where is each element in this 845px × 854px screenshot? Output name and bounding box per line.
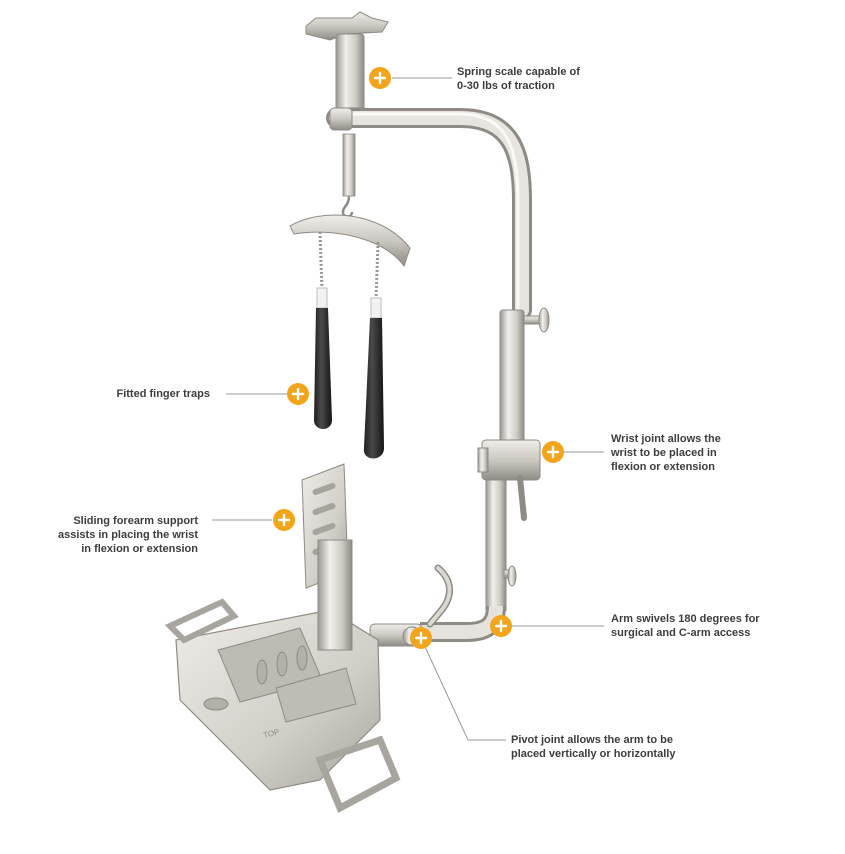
- finger-traps-label: Fitted finger traps: [116, 388, 210, 400]
- plus-icon: [494, 619, 508, 633]
- spring-scale-label: Spring scale capable of 0-30 lbs of trac…: [457, 66, 580, 92]
- spring-scale-hotspot[interactable]: [369, 67, 391, 89]
- forearm-support-hotspot[interactable]: [273, 509, 295, 531]
- plus-icon: [414, 631, 428, 645]
- tower-arm: [326, 107, 550, 647]
- wrist-joint-label: Wrist joint allows the wrist to be place…: [611, 433, 721, 473]
- arm-swivel-label: Arm swivels 180 degrees for surgical and…: [611, 613, 760, 639]
- base-top-label: TOP: [262, 727, 280, 740]
- wrist-joint-hotspot[interactable]: [542, 441, 564, 463]
- finger-traps-hotspot[interactable]: [287, 383, 309, 405]
- plus-icon: [277, 513, 291, 527]
- plus-icon: [546, 445, 560, 459]
- base-plate: TOP: [164, 598, 401, 813]
- arm-swivel-hotspot[interactable]: [490, 615, 512, 637]
- forearm-support: [301, 463, 353, 651]
- hotspots: [273, 67, 564, 649]
- forearm-support-label: Sliding forearm support assists in placi…: [58, 515, 198, 555]
- plus-icon: [373, 71, 387, 85]
- leader-lines: [212, 77, 604, 741]
- pivot-joint-label: Pivot joint allows the arm to be placed …: [511, 734, 676, 760]
- finger-traps: [289, 214, 411, 459]
- plus-icon: [291, 387, 305, 401]
- pivot-joint-hotspot[interactable]: [410, 627, 432, 649]
